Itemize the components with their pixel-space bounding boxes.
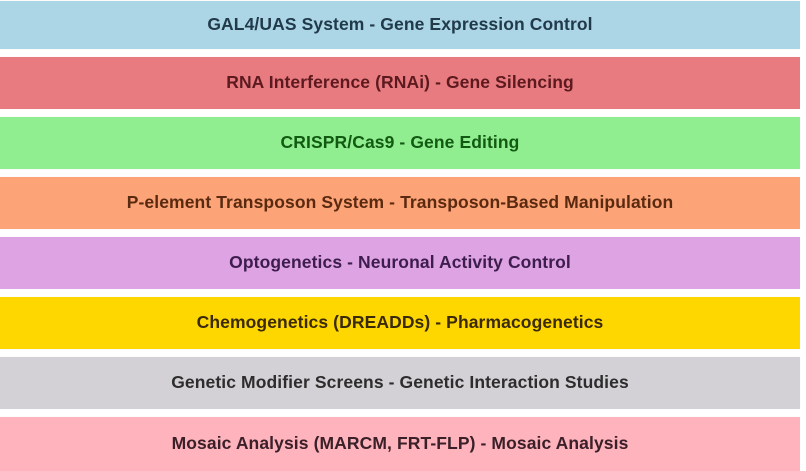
bar-row[interactable]: Genetic Modifier Screens - Genetic Inter…: [0, 357, 800, 409]
bar-row[interactable]: Mosaic Analysis (MARCM, FRT-FLP) - Mosai…: [0, 417, 800, 471]
bar-row[interactable]: P-element Transposon System - Transposon…: [0, 177, 800, 229]
bar-row[interactable]: Optogenetics - Neuronal Activity Control: [0, 237, 800, 289]
bar-row[interactable]: CRISPR/Cas9 - Gene Editing: [0, 117, 800, 169]
bar-label: Genetic Modifier Screens - Genetic Inter…: [171, 372, 629, 393]
bar-row[interactable]: RNA Interference (RNAi) - Gene Silencing: [0, 57, 800, 109]
bar-label: Mosaic Analysis (MARCM, FRT-FLP) - Mosai…: [171, 433, 629, 454]
bar-row[interactable]: GAL4/UAS System - Gene Expression Contro…: [0, 1, 800, 49]
bar-row[interactable]: Chemogenetics (DREADDs) - Pharmacogeneti…: [0, 297, 800, 349]
bar-label: P-element Transposon System - Transposon…: [126, 192, 674, 213]
bar-label: Chemogenetics (DREADDs) - Pharmacogeneti…: [196, 312, 604, 333]
bar-label: Optogenetics - Neuronal Activity Control: [229, 252, 571, 273]
bar-label: RNA Interference (RNAi) - Gene Silencing: [226, 72, 574, 93]
bar-label: GAL4/UAS System - Gene Expression Contro…: [207, 14, 593, 35]
bar-label: CRISPR/Cas9 - Gene Editing: [280, 132, 520, 153]
